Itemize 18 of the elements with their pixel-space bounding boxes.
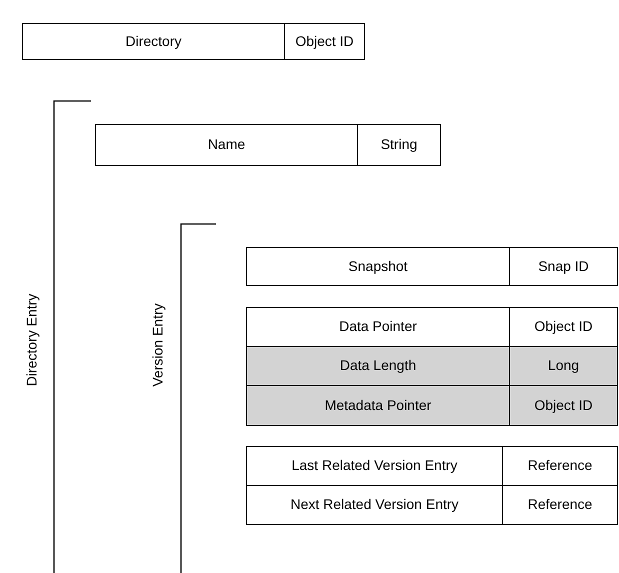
table-cell: Snap ID (509, 247, 618, 286)
table-cell: Snapshot (246, 247, 510, 286)
bracket-label: Version Entry (148, 303, 166, 387)
table-cell: Object ID (509, 307, 618, 347)
table-cell: Object ID (509, 385, 618, 426)
table-cell: Data Pointer (246, 307, 510, 347)
table-cell: Next Related Version Entry (246, 485, 503, 525)
table-cell: Data Length (246, 346, 510, 386)
table-cell: Name (95, 124, 358, 166)
table-cell: Last Related Version Entry (246, 446, 503, 486)
bracket-label: Directory Entry (22, 294, 40, 386)
table-cell: Directory (22, 23, 285, 60)
table-cell: Reference (502, 446, 618, 486)
table-cell: Long (509, 346, 618, 386)
table-cell: Object ID (284, 23, 365, 60)
table-cell: Reference (502, 485, 618, 525)
table-cell: String (357, 124, 441, 166)
table-cell: Metadata Pointer (246, 385, 510, 426)
